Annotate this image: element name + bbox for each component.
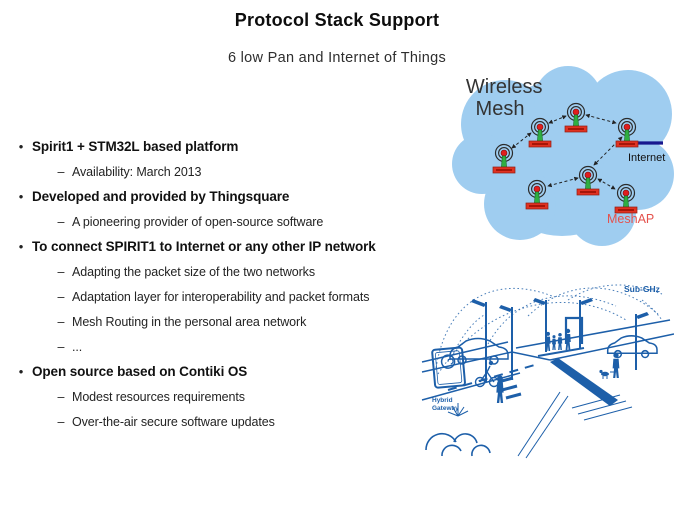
bullet-item: • Open source based on Contiki OS <box>14 359 464 384</box>
crosswalk <box>497 376 522 400</box>
bullet-text: Spirit1 + STM32L based platform <box>32 139 239 154</box>
crosswalk <box>571 394 633 421</box>
slide-subtitle: 6 low Pan and Internet of Things <box>227 50 447 66</box>
subghz-label: Sub-GHz <box>624 284 660 294</box>
bullet-text: Developed and provided by Thingsquare <box>32 189 290 204</box>
roads <box>421 319 674 459</box>
gateway-label-line2: Gateway <box>432 405 459 412</box>
sub-bullet-item: – Mesh Routing in the personal area netw… <box>14 309 464 334</box>
bullet-marker: • <box>18 189 24 204</box>
sub-bullet-item: – Adapting the packet size of the two ne… <box>14 259 464 284</box>
sub-bullet-text: Adaptation layer for interoperability an… <box>72 289 370 304</box>
meshap-label: MeshAP <box>607 212 654 226</box>
sub-bullet-text: Mesh Routing in the personal area networ… <box>72 314 307 329</box>
bullet-text: Open source based on Contiki OS <box>32 364 248 379</box>
radio-arcs <box>435 284 663 375</box>
bullet-item: • Developed and provided by Thingsquare <box>14 184 464 209</box>
sub-bullet-item: – Adaptation layer for interoperability … <box>14 284 464 309</box>
bullet-marker: • <box>18 364 24 379</box>
gateway-logo-icon <box>440 354 456 369</box>
bullet-marker: • <box>18 139 24 154</box>
dash-marker: – <box>57 414 65 429</box>
mesh-title-line1: Wireless <box>466 76 543 98</box>
city-network-illustration: Hybrid Gateway Sub-GHz <box>421 284 674 459</box>
dash-marker: – <box>57 389 65 404</box>
street-lamps <box>471 298 649 382</box>
sub-bullet-item: – Modest resources requirements <box>14 384 464 409</box>
sub-bullet-item: – ... <box>14 334 464 359</box>
pedestrians <box>496 328 620 403</box>
bullet-text: To connect SPIRIT1 to Internet or any ot… <box>32 239 376 254</box>
sub-bullet-text: Over-the-air secure software updates <box>72 414 275 429</box>
bushes <box>425 403 491 457</box>
dash-marker: – <box>57 314 65 329</box>
mesh-title: Wireless Mesh <box>466 76 548 120</box>
dash-marker: – <box>57 264 65 279</box>
bullet-item: • Spirit1 + STM32L based platform <box>14 134 464 159</box>
sub-bullet-text: Modest resources requirements <box>72 389 245 404</box>
bullet-marker: • <box>18 239 24 254</box>
bullet-list: • Spirit1 + STM32L based platform – Avai… <box>14 134 464 434</box>
mesh-link <box>511 132 532 149</box>
sub-bullet-text: ... <box>72 339 83 354</box>
sub-bullet-item: – Over-the-air secure software updates <box>14 409 464 434</box>
internet-label: Internet <box>628 152 665 164</box>
cyclist <box>474 360 500 388</box>
dash-marker: – <box>57 339 65 354</box>
gateway-label-line1: Hybrid <box>432 397 453 404</box>
gateway-device <box>431 346 466 389</box>
wireless-mesh-diagram: Wireless Mesh Internet MeshAP <box>452 66 674 246</box>
sub-bullet-item: – Availability: March 2013 <box>14 159 464 184</box>
dash-marker: – <box>57 164 65 179</box>
dash-marker: – <box>57 289 65 304</box>
bullet-item: • To connect SPIRIT1 to Internet or any … <box>14 234 464 259</box>
sub-bullet-text: Availability: March 2013 <box>72 164 202 179</box>
sub-bullet-text: A pioneering provider of open-source sof… <box>72 214 324 229</box>
road-median <box>550 358 618 406</box>
sub-bullet-item: – A pioneering provider of open-source s… <box>14 209 464 234</box>
slide-title: Protocol Stack Support <box>234 10 440 30</box>
mesh-title-line2: Mesh <box>476 98 525 120</box>
sub-bullet-text: Adapting the packet size of the two netw… <box>72 264 315 279</box>
dash-marker: – <box>57 214 65 229</box>
